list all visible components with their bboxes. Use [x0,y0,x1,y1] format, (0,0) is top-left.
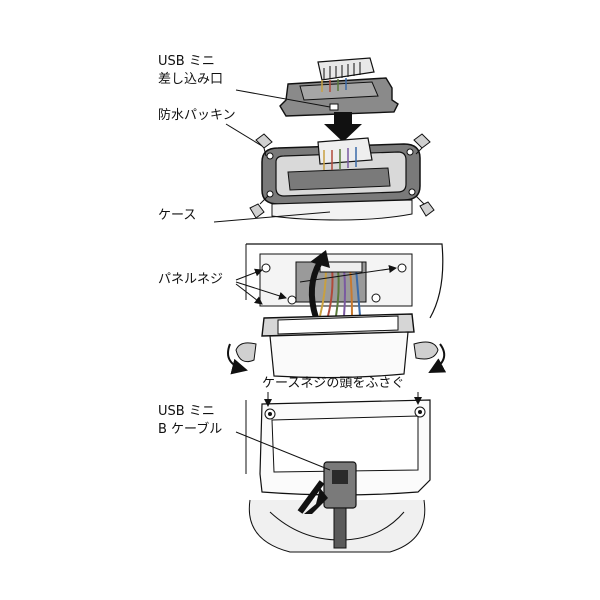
down-arrow [324,112,362,142]
waterproof-packing [249,133,435,219]
label-usb-mini-b-cable-line1: USB ミニ [158,404,215,419]
label-case-screw-cover: ケースネジの頭をふさぐ [262,376,405,391]
usb-cable-plug [323,461,357,509]
panel-screw-2 [397,263,407,273]
connector-plug [317,57,375,81]
panel-screw-4 [371,293,381,303]
panel-screw-3 [287,295,297,305]
bottom-case-unit [245,399,431,553]
label-usb-mini-b-cable-line2: B ケーブル [158,422,223,437]
usb-mini-port-hole [329,103,339,111]
usb-port-block [279,57,399,117]
panel-unit [227,243,447,379]
panel-screw-1 [261,263,271,273]
label-waterproof-packing: 防水パッキン [158,108,236,123]
leader-case [213,211,331,223]
label-panel-screws: パネルネジ [158,272,224,287]
leader-packing [225,123,263,147]
leader-usb-port [235,89,331,108]
label-usb-mini-port-line2: 差し込み口 [158,72,224,87]
label-case: ケース [158,208,197,223]
label-usb-mini-port-line1: USB ミニ [158,54,215,69]
case-body-top [271,199,413,221]
leader-cable [235,431,331,471]
